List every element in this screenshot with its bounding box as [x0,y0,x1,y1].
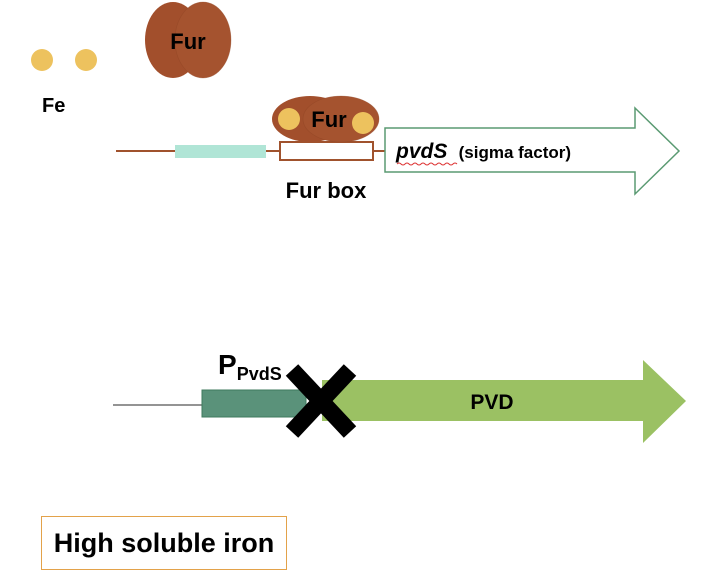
condition-label-box: High soluble iron [41,516,287,570]
free-fur-label: Fur [170,29,206,54]
pvds-gene-arrow [384,106,681,196]
bound-iron-1 [278,108,300,130]
condition-label: High soluble iron [53,527,275,558]
bound-fur-complex: Fur [272,95,380,143]
iron-atom-2 [75,49,97,71]
pvd-gene-arrow [322,360,686,443]
fur-box-label: Fur box [286,178,367,203]
bound-fur-label: Fur [311,107,347,132]
free-fur-dimer: Fur [145,1,232,79]
spellcheck-underline [396,162,458,166]
pvds-gene-description: (sigma factor) [459,143,571,162]
pvd-gene-label: PVD [470,391,513,414]
iron-label: Fe [42,95,65,117]
ppvds-promoter-label: PPvdS [218,349,282,384]
x-mark-icon [285,364,357,438]
pvds-gene-label: pvdS (sigma factor) [395,140,571,163]
iron-atom-1 [31,49,53,71]
fur-box [279,141,374,161]
pvds-gene-name: pvdS [395,140,447,163]
ppvds-promoter-box [201,389,307,418]
promoter-region [175,145,266,158]
bound-iron-2 [352,112,374,134]
